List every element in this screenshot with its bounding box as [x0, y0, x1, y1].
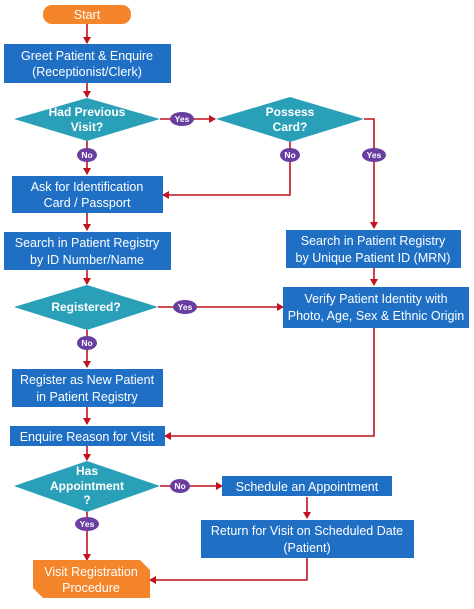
schedule-box: Schedule an Appointment: [222, 476, 392, 496]
ask-id-line-1: Ask for Identification: [31, 180, 144, 194]
has-appointment-line-3: ?: [83, 493, 90, 507]
badge-appointment-no: No: [170, 479, 190, 493]
connector-verify-to-enquire: [164, 328, 375, 440]
visit-registration-line-1: Visit Registration: [44, 565, 138, 579]
enquire-reason-box: Enquire Reason for Visit: [10, 426, 165, 446]
start-terminator: Start: [43, 5, 131, 24]
search-mrn-box: Search in Patient Registry by Unique Pat…: [286, 230, 461, 268]
badge-appointment-yes-label: Yes: [80, 519, 95, 529]
badge-had-visit-yes: Yes: [170, 112, 194, 126]
has-appointment-line-1: Has: [76, 464, 98, 478]
greet-line-2: (Receptionist/Clerk): [32, 65, 142, 79]
greet-line-1: Greet Patient & Enquire: [21, 49, 153, 63]
badge-appointment-yes: Yes: [75, 517, 99, 531]
enquire-reason-label: Enquire Reason for Visit: [20, 430, 155, 444]
return-visit-box: Return for Visit on Scheduled Date (Pati…: [201, 520, 414, 558]
badge-possess-yes: Yes: [362, 148, 386, 162]
search-mrn-line-1: Search in Patient Registry: [301, 234, 446, 248]
badge-possess-no: No: [280, 148, 300, 162]
start-label: Start: [74, 8, 101, 22]
badge-had-visit-no: No: [77, 148, 97, 162]
badge-had-visit-no-label: No: [81, 150, 92, 160]
had-previous-visit-decision: Had Previous Visit?: [14, 98, 160, 141]
badge-possess-yes-label: Yes: [367, 150, 382, 160]
ask-id-box: Ask for Identification Card / Passport: [12, 176, 163, 213]
greet-box: Greet Patient & Enquire (Receptionist/Cl…: [4, 44, 171, 83]
registered-label: Registered?: [51, 300, 120, 314]
verify-line-1: Verify Patient Identity with: [304, 292, 447, 306]
verify-box: Verify Patient Identity with Photo, Age,…: [283, 287, 469, 328]
badge-appointment-no-label: No: [174, 481, 185, 491]
possess-card-line-1: Possess: [266, 105, 315, 119]
verify-line-2: Photo, Age, Sex & Ethnic Origin: [288, 309, 465, 323]
badge-registered-yes: Yes: [173, 300, 197, 314]
connector-possess-no-to-ask: [162, 142, 291, 199]
visit-registration-line-2: Procedure: [62, 581, 120, 595]
badge-possess-no-label: No: [284, 150, 295, 160]
ask-id-line-2: Card / Passport: [44, 196, 131, 210]
search-id-line-1: Search in Patient Registry: [15, 236, 160, 250]
search-id-box: Search in Patient Registry by ID Number/…: [4, 232, 171, 270]
badge-registered-yes-label: Yes: [178, 302, 193, 312]
schedule-label: Schedule an Appointment: [236, 480, 379, 494]
return-visit-line-2: (Patient): [283, 541, 330, 555]
has-appointment-decision: Has Appointment ?: [14, 461, 160, 512]
registered-decision: Registered?: [14, 285, 158, 330]
search-mrn-line-2: by Unique Patient ID (MRN): [296, 251, 451, 265]
register-new-box: Register as New Patient in Patient Regis…: [12, 369, 163, 407]
connector-return-to-visit: [149, 558, 308, 584]
return-visit-line-1: Return for Visit on Scheduled Date: [211, 524, 403, 538]
badge-had-visit-yes-label: Yes: [175, 114, 190, 124]
register-new-line-1: Register as New Patient: [20, 373, 155, 387]
possess-card-decision: Possess Card?: [216, 97, 364, 142]
connector-possess-yes-to-search-mrn: [364, 118, 378, 229]
register-new-line-2: in Patient Registry: [36, 390, 138, 404]
has-appointment-line-2: Appointment: [50, 479, 124, 493]
search-id-line-2: by ID Number/Name: [30, 253, 144, 267]
visit-registration-terminator: Visit Registration Procedure: [33, 560, 150, 598]
had-previous-visit-line-2: Visit?: [71, 120, 103, 134]
badge-registered-no-label: No: [81, 338, 92, 348]
had-previous-visit-line-1: Had Previous: [49, 105, 126, 119]
possess-card-line-2: Card?: [273, 120, 308, 134]
badge-registered-no: No: [77, 336, 97, 350]
